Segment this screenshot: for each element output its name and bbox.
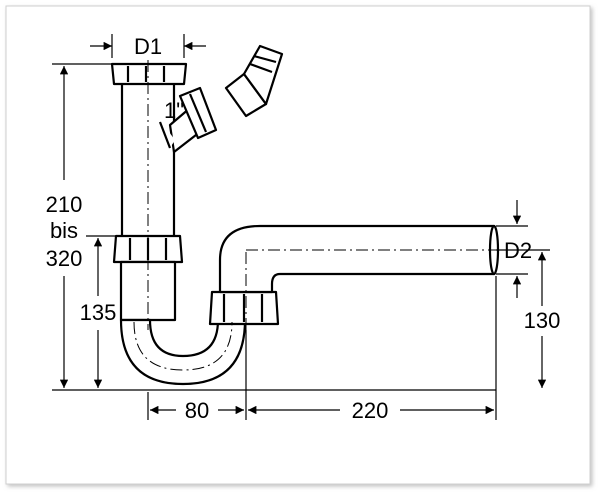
centerlines bbox=[133, 60, 498, 371]
top-nut bbox=[110, 62, 188, 86]
label-height-210: 210 bbox=[46, 192, 83, 217]
label-d1: D1 bbox=[134, 34, 162, 59]
label-height-bis: bis bbox=[50, 218, 78, 243]
label-height-135: 135 bbox=[80, 300, 117, 325]
label-inlet-size: 1" bbox=[164, 98, 184, 123]
dimension-lines bbox=[52, 34, 550, 420]
label-width-80: 80 bbox=[185, 398, 209, 423]
label-height-320: 320 bbox=[46, 246, 83, 271]
label-d2: D2 bbox=[504, 238, 532, 263]
label-height-130: 130 bbox=[524, 308, 561, 333]
u-bend bbox=[119, 318, 247, 386]
label-width-220: 220 bbox=[352, 398, 389, 423]
